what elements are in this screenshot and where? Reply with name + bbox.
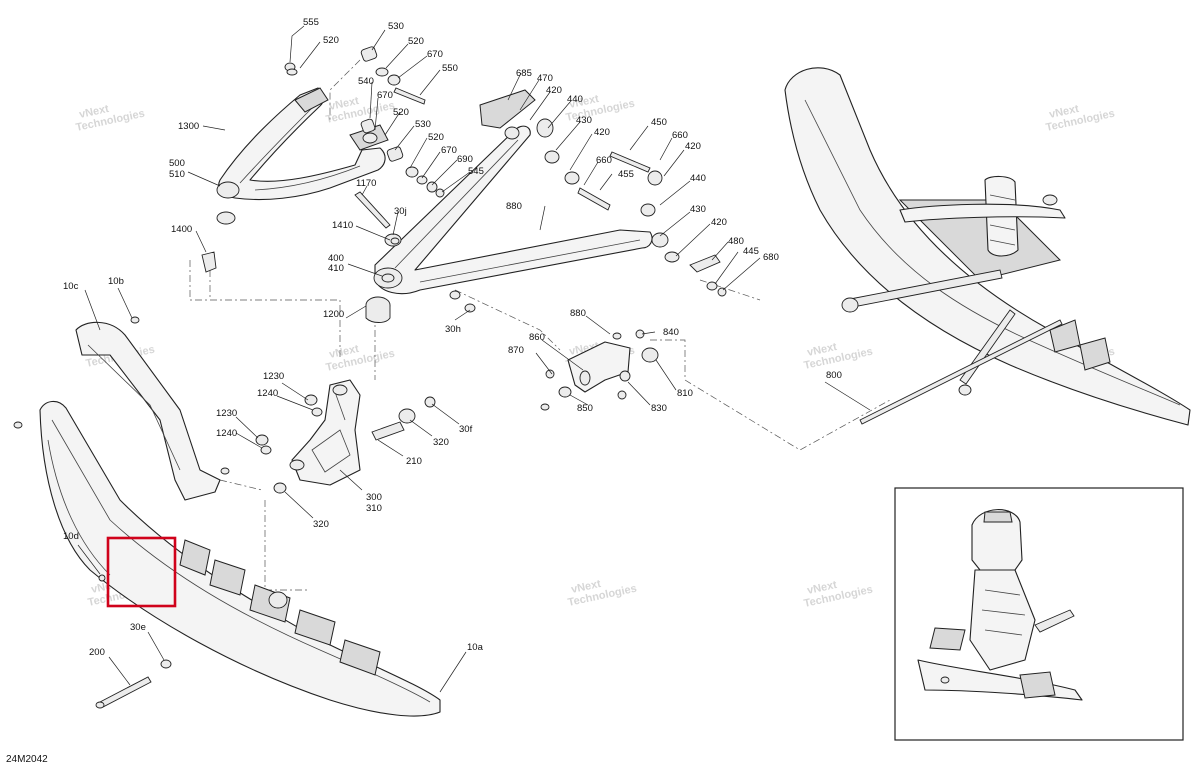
callout-545: 545 [468,166,484,177]
callout-520: 520 [323,35,339,46]
callout-310: 310 [366,503,382,514]
callout-450: 450 [651,117,667,128]
spindle [255,379,436,494]
callout-10b: 10b [108,276,124,287]
callout-840: 840 [663,327,679,338]
callout-670: 670 [441,145,457,156]
callout-470: 470 [537,73,553,84]
callout-10d: 10d [63,531,79,542]
callout-1230: 1230 [263,371,284,382]
ski [13,316,441,717]
callout-30e: 30e [130,622,146,633]
detail-inset [894,487,1184,741]
callout-680: 680 [763,252,779,263]
callout-810: 810 [677,388,693,399]
callout-440: 440 [567,94,583,105]
callout-880: 880 [506,201,522,212]
callout-1240: 1240 [257,388,278,399]
drawing-code: 24M2042 [6,754,48,765]
callout-440: 440 [690,173,706,184]
leader-lines [77,25,871,693]
callout-1410: 1410 [332,220,353,231]
callout-690: 690 [457,154,473,165]
callout-670: 670 [427,49,443,60]
callout-30j: 30j [394,206,407,217]
callout-455: 455 [618,169,634,180]
callout-480: 480 [728,236,744,247]
callout-labels: 555 520 530 520 670 550 540 670 520 530 … [63,17,842,658]
callout-870: 870 [508,345,524,356]
callout-320: 320 [313,519,329,530]
callout-320: 320 [433,437,449,448]
callout-520: 520 [428,132,444,143]
assembly-lines [189,59,891,591]
callout-1230: 1230 [216,408,237,419]
callout-555: 555 [303,17,319,28]
callout-520: 520 [393,107,409,118]
callout-10c: 10c [63,281,79,292]
callout-520: 520 [408,36,424,47]
callout-540: 540 [358,76,374,87]
callout-500: 500 [169,158,185,169]
callout-860: 860 [529,332,545,343]
trailing-arm [354,125,653,323]
callout-420: 420 [546,85,562,96]
callout-1300: 1300 [178,121,199,132]
callout-30f: 30f [459,424,473,435]
callout-420: 420 [594,127,610,138]
highlight-box [106,536,177,608]
upper-arm-hardware [284,46,445,198]
callout-1170: 1170 [356,178,376,189]
callout-685: 685 [516,68,532,79]
callout-410: 410 [328,263,344,274]
callout-670: 670 [377,90,393,101]
sway-bar-link [540,329,659,411]
callout-300: 300 [366,492,382,503]
callout-30h: 30h [445,324,461,335]
callout-660: 660 [596,155,612,166]
callout-400: 400 [328,253,344,264]
callout-445: 445 [743,246,759,257]
callout-1240: 1240 [216,428,237,439]
callout-1400: 1400 [171,224,192,235]
callout-530: 530 [388,21,404,32]
callout-800: 800 [826,370,842,381]
callout-880: 880 [570,308,586,319]
callout-430: 430 [576,115,592,126]
assembled-view [784,67,1191,426]
callout-830: 830 [651,403,667,414]
callout-420: 420 [711,217,727,228]
callout-510: 510 [169,169,185,180]
callout-1200: 1200 [323,309,344,320]
callout-10a: 10a [467,642,484,653]
callout-550: 550 [442,63,458,74]
callout-430: 430 [690,204,706,215]
callout-530: 530 [415,119,431,130]
callout-210: 210 [406,456,422,467]
callout-200: 200 [89,647,105,658]
callout-850: 850 [577,403,593,414]
callout-420: 420 [685,141,701,152]
callout-660: 660 [672,130,688,141]
